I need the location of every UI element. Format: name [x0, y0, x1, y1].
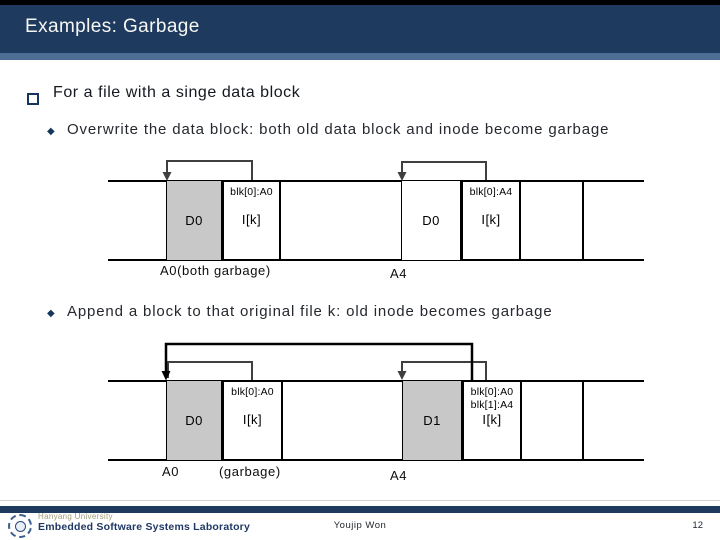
sub-bullet-overwrite: Overwrite the data block: both old data … [67, 121, 610, 138]
header-accent-strip [0, 53, 720, 60]
inode-ref: blk[0]:A0 [470, 386, 514, 398]
log-bottom-line [108, 459, 644, 461]
main-bullet-text: For a file with a singe data block [53, 84, 301, 101]
diamond-bullet-icon: ◆ [47, 126, 55, 137]
block-label: I[k] [242, 412, 263, 427]
address-label-a4: A4 [390, 266, 408, 281]
hanyang-emblem-icon [8, 514, 32, 538]
pointer-arrow-old-blk0-a0 [167, 361, 253, 380]
address-label-a4: A4 [390, 468, 408, 483]
pointer-arrow-new-blk0-a0 [164, 342, 474, 380]
log-top-line [108, 180, 644, 182]
block-label: D0 [185, 413, 203, 428]
pointer-arrow-blk1-a4 [401, 361, 487, 380]
data-block-d0-new: D0 [401, 180, 461, 261]
block-label: D0 [185, 213, 203, 228]
laboratory-name: Embedded Software Systems Laboratory [38, 521, 251, 533]
inode-ref: blk[0]:A4 [469, 186, 513, 198]
sub-bullet-append: Append a block to that original file k: … [67, 303, 553, 320]
page-number: 12 [692, 520, 703, 531]
inode-block-old: blk[0]:A0 I[k] [222, 180, 281, 261]
data-block-d0-old: D0 [166, 180, 222, 261]
inode-ref: blk[1]:A4 [470, 399, 514, 411]
footer-hairline [0, 500, 720, 501]
block-label: D1 [423, 413, 441, 428]
inode-block-new: blk[0]:A4 I[k] [461, 180, 521, 261]
emblem-core [14, 520, 26, 532]
university-name: Hanyang University [38, 512, 113, 521]
pointer-arrow-blk0-a0 [166, 160, 253, 180]
diamond-bullet-icon: ◆ [47, 308, 55, 319]
segment-divider [582, 180, 584, 261]
header-top-black-strip [0, 0, 720, 5]
page-title: Examples: Garbage [25, 16, 200, 37]
log-top-line [108, 380, 644, 382]
inode-ref: blk[0]:A0 [231, 386, 274, 398]
block-label: D0 [422, 213, 440, 228]
garbage-label: (garbage) [219, 464, 281, 479]
inode-block-new: blk[0]:A0 blk[1]:A4 I[k] [462, 380, 522, 461]
address-label-a0: A0 [162, 464, 180, 479]
block-label: I[k] [481, 212, 501, 227]
block-label: I[k] [241, 212, 262, 227]
pointer-arrow-blk0-a4 [401, 161, 487, 180]
arrowhead-icon [397, 371, 407, 380]
segment-divider [582, 380, 584, 461]
data-block-d1: D1 [402, 380, 462, 461]
log-bottom-line [108, 259, 644, 261]
inode-block-old: blk[0]:A0 I[k] [222, 380, 283, 461]
author-name: Youjip Won [333, 520, 387, 531]
inode-ref: blk[0]:A0 [230, 186, 273, 198]
footer-bar [0, 506, 720, 513]
address-label-a0: A0(both garbage) [160, 263, 271, 278]
square-bullet-icon [27, 93, 39, 105]
header-band [0, 5, 720, 53]
data-block-d0: D0 [166, 380, 222, 461]
block-label: I[k] [482, 412, 502, 427]
